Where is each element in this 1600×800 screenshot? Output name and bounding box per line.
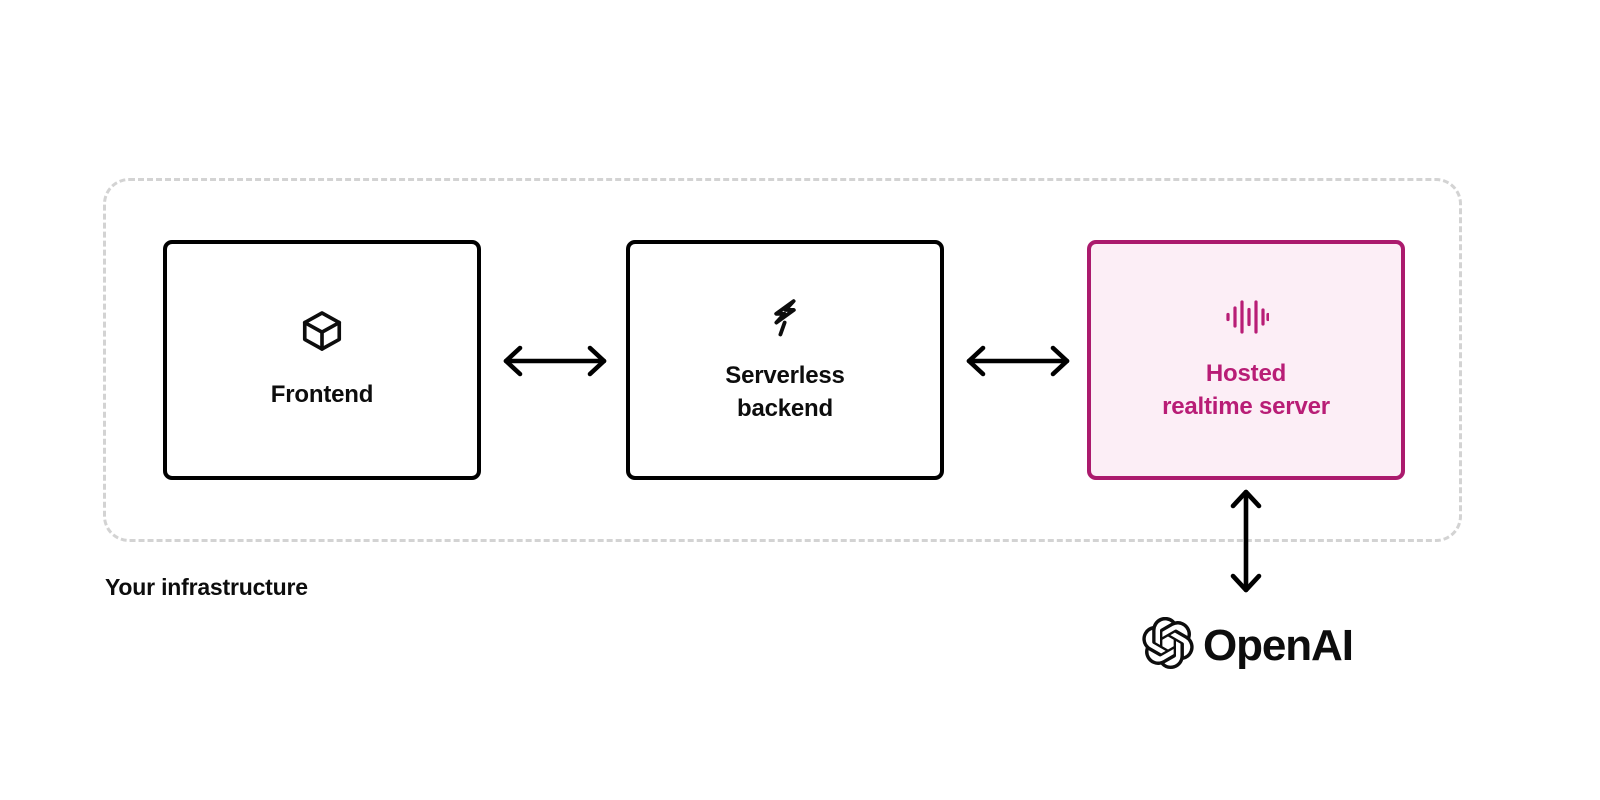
node-hosted-realtime-server-label: Hosted realtime server [1162,360,1330,420]
cube-icon [299,308,345,359]
infrastructure-boundary [103,178,1462,542]
audio-waveform-icon [1223,297,1270,342]
infrastructure-boundary-label: Your infrastructure [105,574,308,600]
connector-hosted-to-openai [1223,486,1269,596]
lightning-bolt-icon [762,295,808,346]
node-hosted-realtime-server[interactable]: Hosted realtime server [1087,240,1405,480]
node-serverless-backend-label: Serverless backend [725,362,845,422]
node-frontend[interactable]: Frontend [163,240,481,480]
node-frontend-label: Frontend [270,381,374,409]
openai-wordmark: OpenAI [1203,620,1354,670]
connector-backend-to-hosted [963,338,1073,384]
node-serverless-backend[interactable]: Serverless backend [626,240,944,480]
openai-logo-icon [1142,616,1194,674]
openai-lockup: OpenAI [1142,616,1354,674]
connector-frontend-to-backend [500,338,610,384]
